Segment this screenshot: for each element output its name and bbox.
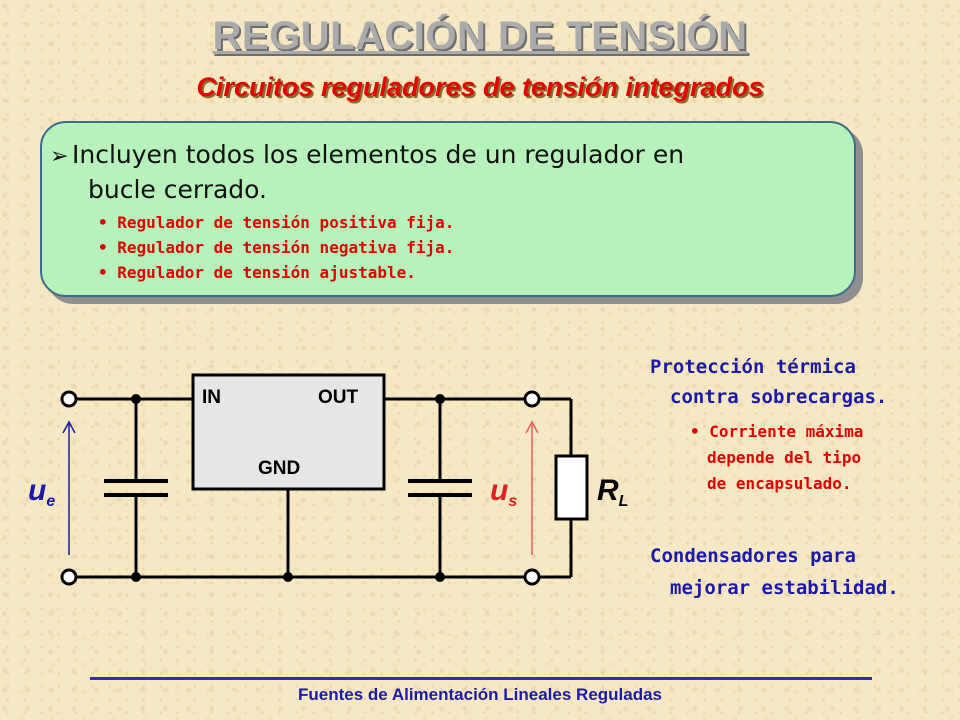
input-terminal-top xyxy=(60,390,78,408)
current-note-line2: depende del tipo xyxy=(707,448,862,467)
output-terminal-top xyxy=(523,390,541,408)
page-subtitle: Circuitos reguladores de tensión integra… xyxy=(196,72,764,102)
caps-note-line2: mejorar estabilidad. xyxy=(670,577,899,599)
summary-heading-line1: Incluyen todos los elementos de un regul… xyxy=(72,140,685,169)
footer-divider xyxy=(90,677,872,680)
bullet-item: Regulador de tensión ajustable. xyxy=(98,260,454,285)
footer-text: Fuentes de Alimentación Lineales Regulad… xyxy=(297,685,663,704)
output-terminal-bottom xyxy=(523,568,541,586)
load-resistor xyxy=(554,454,589,521)
arrow-bullet-icon: ➢ xyxy=(50,144,69,169)
input-terminal-bottom xyxy=(60,568,78,586)
summary-bullet-list: Regulador de tensión positiva fija. Regu… xyxy=(98,210,454,285)
output-voltage-label: us xyxy=(490,474,517,510)
capacitors-note: Condensadores para mejorar estabilidad. xyxy=(650,540,899,604)
input-voltage-label: ue xyxy=(28,474,55,510)
regulator-block xyxy=(191,373,386,491)
junction-dot xyxy=(131,572,141,582)
bullet-item: Regulador de tensión negativa fija. xyxy=(98,235,454,260)
junction-dot xyxy=(435,394,445,404)
caps-note-line1: Condensadores para xyxy=(650,545,856,567)
bullet-item: Regulador de tensión positiva fija. xyxy=(98,210,454,235)
summary-heading-line2: bucle cerrado. xyxy=(88,175,267,204)
junction-dot xyxy=(131,394,141,404)
regulator-gnd-label: GND xyxy=(258,458,300,479)
junction-dot xyxy=(283,572,293,582)
load-label: RL xyxy=(597,474,628,510)
regulator-out-label: OUT xyxy=(318,387,359,408)
page-title: REGULACIÓN DE TENSIÓN xyxy=(212,14,748,58)
summary-heading: ➢Incluyen todos los elementos de un regu… xyxy=(50,138,850,206)
thermal-note-line1: Protección térmica xyxy=(650,356,856,378)
input-voltage-arrowhead xyxy=(62,420,76,434)
current-note-line1: • Corriente máxima xyxy=(690,422,864,441)
thermal-protection-note: Protección térmica contra sobrecargas. xyxy=(650,352,887,412)
max-current-note: • Corriente máxima depende del tipo de e… xyxy=(690,419,863,497)
output-voltage-arrowhead xyxy=(525,420,539,434)
current-note-line3: de encapsulado. xyxy=(707,474,852,493)
thermal-note-line2: contra sobrecargas. xyxy=(670,386,888,408)
regulator-in-label: IN xyxy=(202,387,221,408)
junction-dot xyxy=(435,572,445,582)
